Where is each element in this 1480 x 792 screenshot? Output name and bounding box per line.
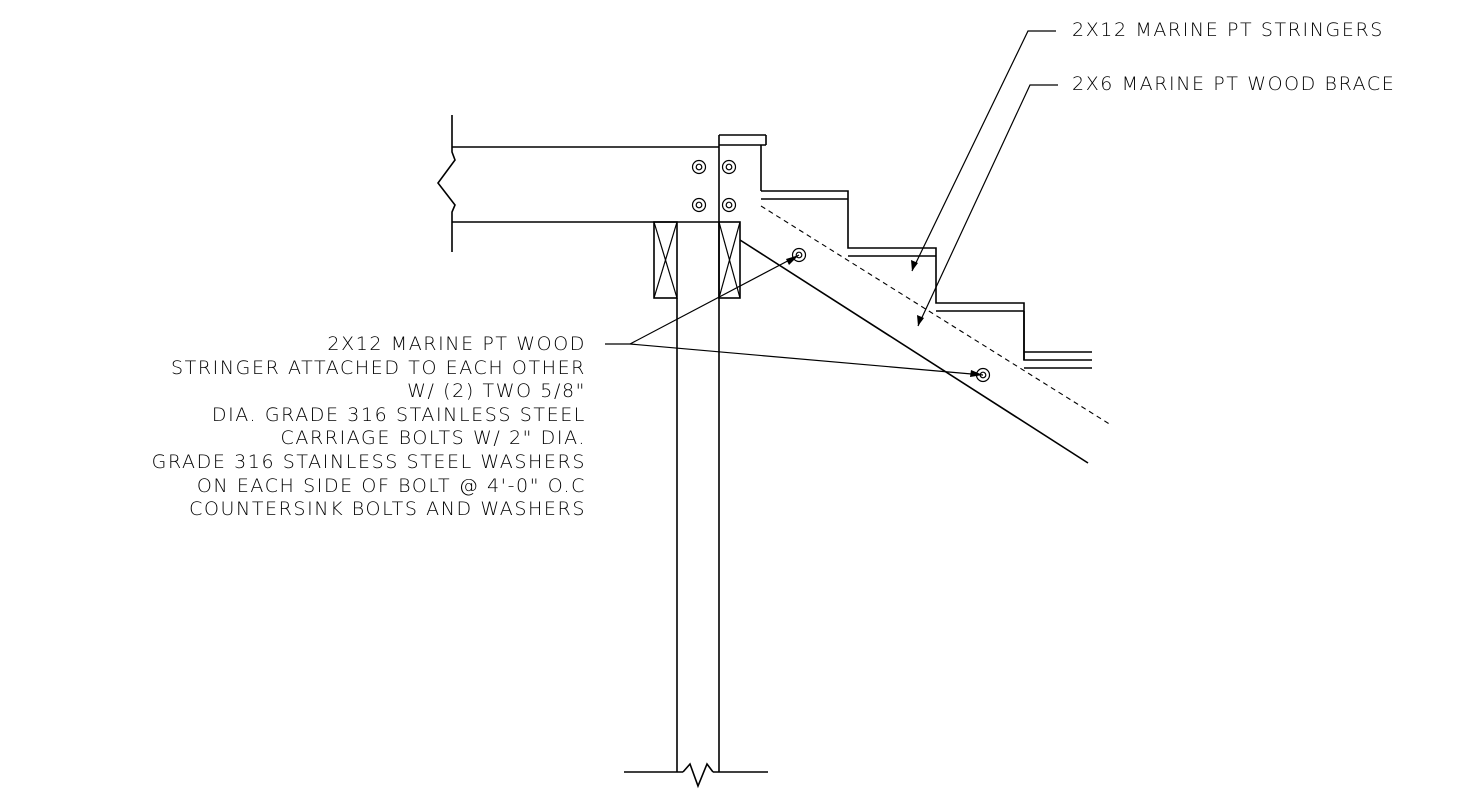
brace-callout: 2X6 MARINE PT WOOD BRACE: [1072, 73, 1396, 95]
note-line: COUNTERSINK BOLTS AND WASHERS: [189, 498, 586, 521]
support-post: [624, 298, 768, 789]
stringer: [739, 205, 1112, 464]
note-leaders: [605, 254, 984, 377]
top-leaders: [911, 30, 1058, 327]
stringers-callout: 2X12 MARINE PT STRINGERS: [1072, 19, 1384, 41]
note-line: CARRIAGE BOLTS W/ 2" DIA.: [280, 427, 586, 450]
stair-treads: [761, 190, 1092, 369]
note-line: 2X12 MARINE PT WOOD: [327, 333, 586, 355]
note-line: ON EACH SIDE OF BOLT @ 4'-0" O.C: [196, 474, 586, 497]
stringer-note-callout: 2X12 MARINE PT WOOD STRINGER ATTACHED TO…: [152, 333, 586, 522]
joist-bolts: [691, 159, 737, 213]
note-line: W/ (2) TWO 5/8": [407, 380, 586, 403]
stringer-bolts: [791, 247, 991, 383]
note-line: DIA. GRADE 316 STAINLESS STEEL: [211, 403, 586, 426]
note-line: GRADE 316 STAINLESS STEEL WASHERS: [151, 450, 586, 473]
note-line: STRINGER ATTACHED TO EACH OTHER: [171, 356, 586, 379]
blocking: [653, 221, 741, 299]
